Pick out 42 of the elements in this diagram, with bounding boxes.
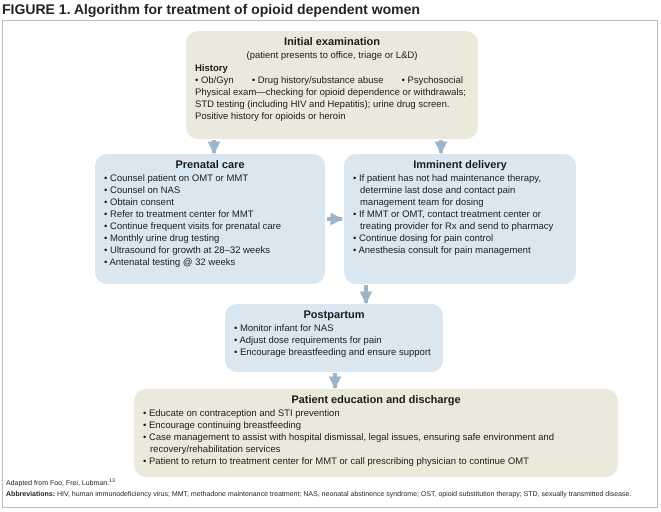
- bullet-item: • Anesthesia consult for pain management: [353, 245, 532, 257]
- process-box: [344, 154, 576, 284]
- bullet-item: • Obtain consent: [104, 197, 175, 209]
- bullet-item: • Monthly urine drug testing: [104, 233, 220, 245]
- bullet-item: • If patient has not had maintenance therapy, determine last dose and contact pain management team for dosing: [353, 173, 542, 209]
- body-text: Positive history for opioids or heroin: [195, 111, 346, 123]
- box-heading: Initial examination: [283, 36, 381, 49]
- bullet-item: • Monitor infant for NAS: [234, 323, 334, 335]
- bullet-item: • Ultrasound for growth at 28–32 weeks: [104, 245, 271, 257]
- bullet-item: • Antenatal testing @ 32 weeks: [104, 257, 236, 269]
- bullet-item: • Ob/Gyn: [195, 75, 234, 87]
- box-heading: Postpartum: [302, 309, 366, 322]
- section-heading: History: [195, 63, 229, 75]
- box-heading: Patient education and discharge: [290, 394, 462, 407]
- box-subtitle: (patient presents to office, triage or L&D): [246, 50, 418, 62]
- bullet-item: • Continue frequent visits for prenatal care: [104, 221, 282, 233]
- process-box: [225, 304, 443, 372]
- arrow: [327, 212, 344, 226]
- bullet-item: • Adjust dose requirements for pain: [234, 335, 382, 347]
- body-text: Physical exam—checking for opioid dependence or withdrawals; STD testing (including HIV and Hepatitis); urine drug screen.: [195, 87, 467, 111]
- bullet-item: • Case management to assist with hospital dismissal, legal issues, ensuring safe environment and recovery/rehabilitation services: [143, 432, 555, 456]
- box-heading: Imminent delivery: [412, 159, 508, 172]
- arrow: [208, 140, 220, 154]
- process-box: [186, 31, 478, 139]
- bullet-item: • Refer to treatment center for MMT: [104, 209, 255, 221]
- bullet-item: • Encourage breastfeeding and ensure support: [234, 347, 432, 359]
- bullet-item: • Counsel patient on OMT or MMT: [104, 173, 250, 185]
- arrow: [434, 140, 448, 154]
- process-box: [134, 389, 618, 477]
- bullet-item: • Encourage continuing breastfeeding: [143, 420, 302, 432]
- bullet-item: • Counsel on NAS: [104, 185, 182, 197]
- arrow: [360, 285, 372, 304]
- process-box: [95, 154, 325, 284]
- figure-title: FIGURE 1. Algorithm for treatment of opioid dependent women: [2, 1, 420, 18]
- bullet-item: • If MMT or OMT, contact treatment center or treating provider for Rx and send to pharmacy: [353, 209, 554, 233]
- bullet-item: • Patient to return to treatment center for MMT or call prescribing physician to continue OMT: [143, 456, 530, 468]
- bullet-item: • Continue dosing for pain control: [353, 233, 494, 245]
- bullet-item: • Drug history/substance abuse: [252, 75, 384, 87]
- bullet-item: • Psychosocial: [402, 75, 463, 87]
- bullet-item: • Educate on contraception and STI prevention: [143, 408, 341, 420]
- arrow: [328, 373, 342, 390]
- box-heading: Prenatal care: [174, 159, 246, 172]
